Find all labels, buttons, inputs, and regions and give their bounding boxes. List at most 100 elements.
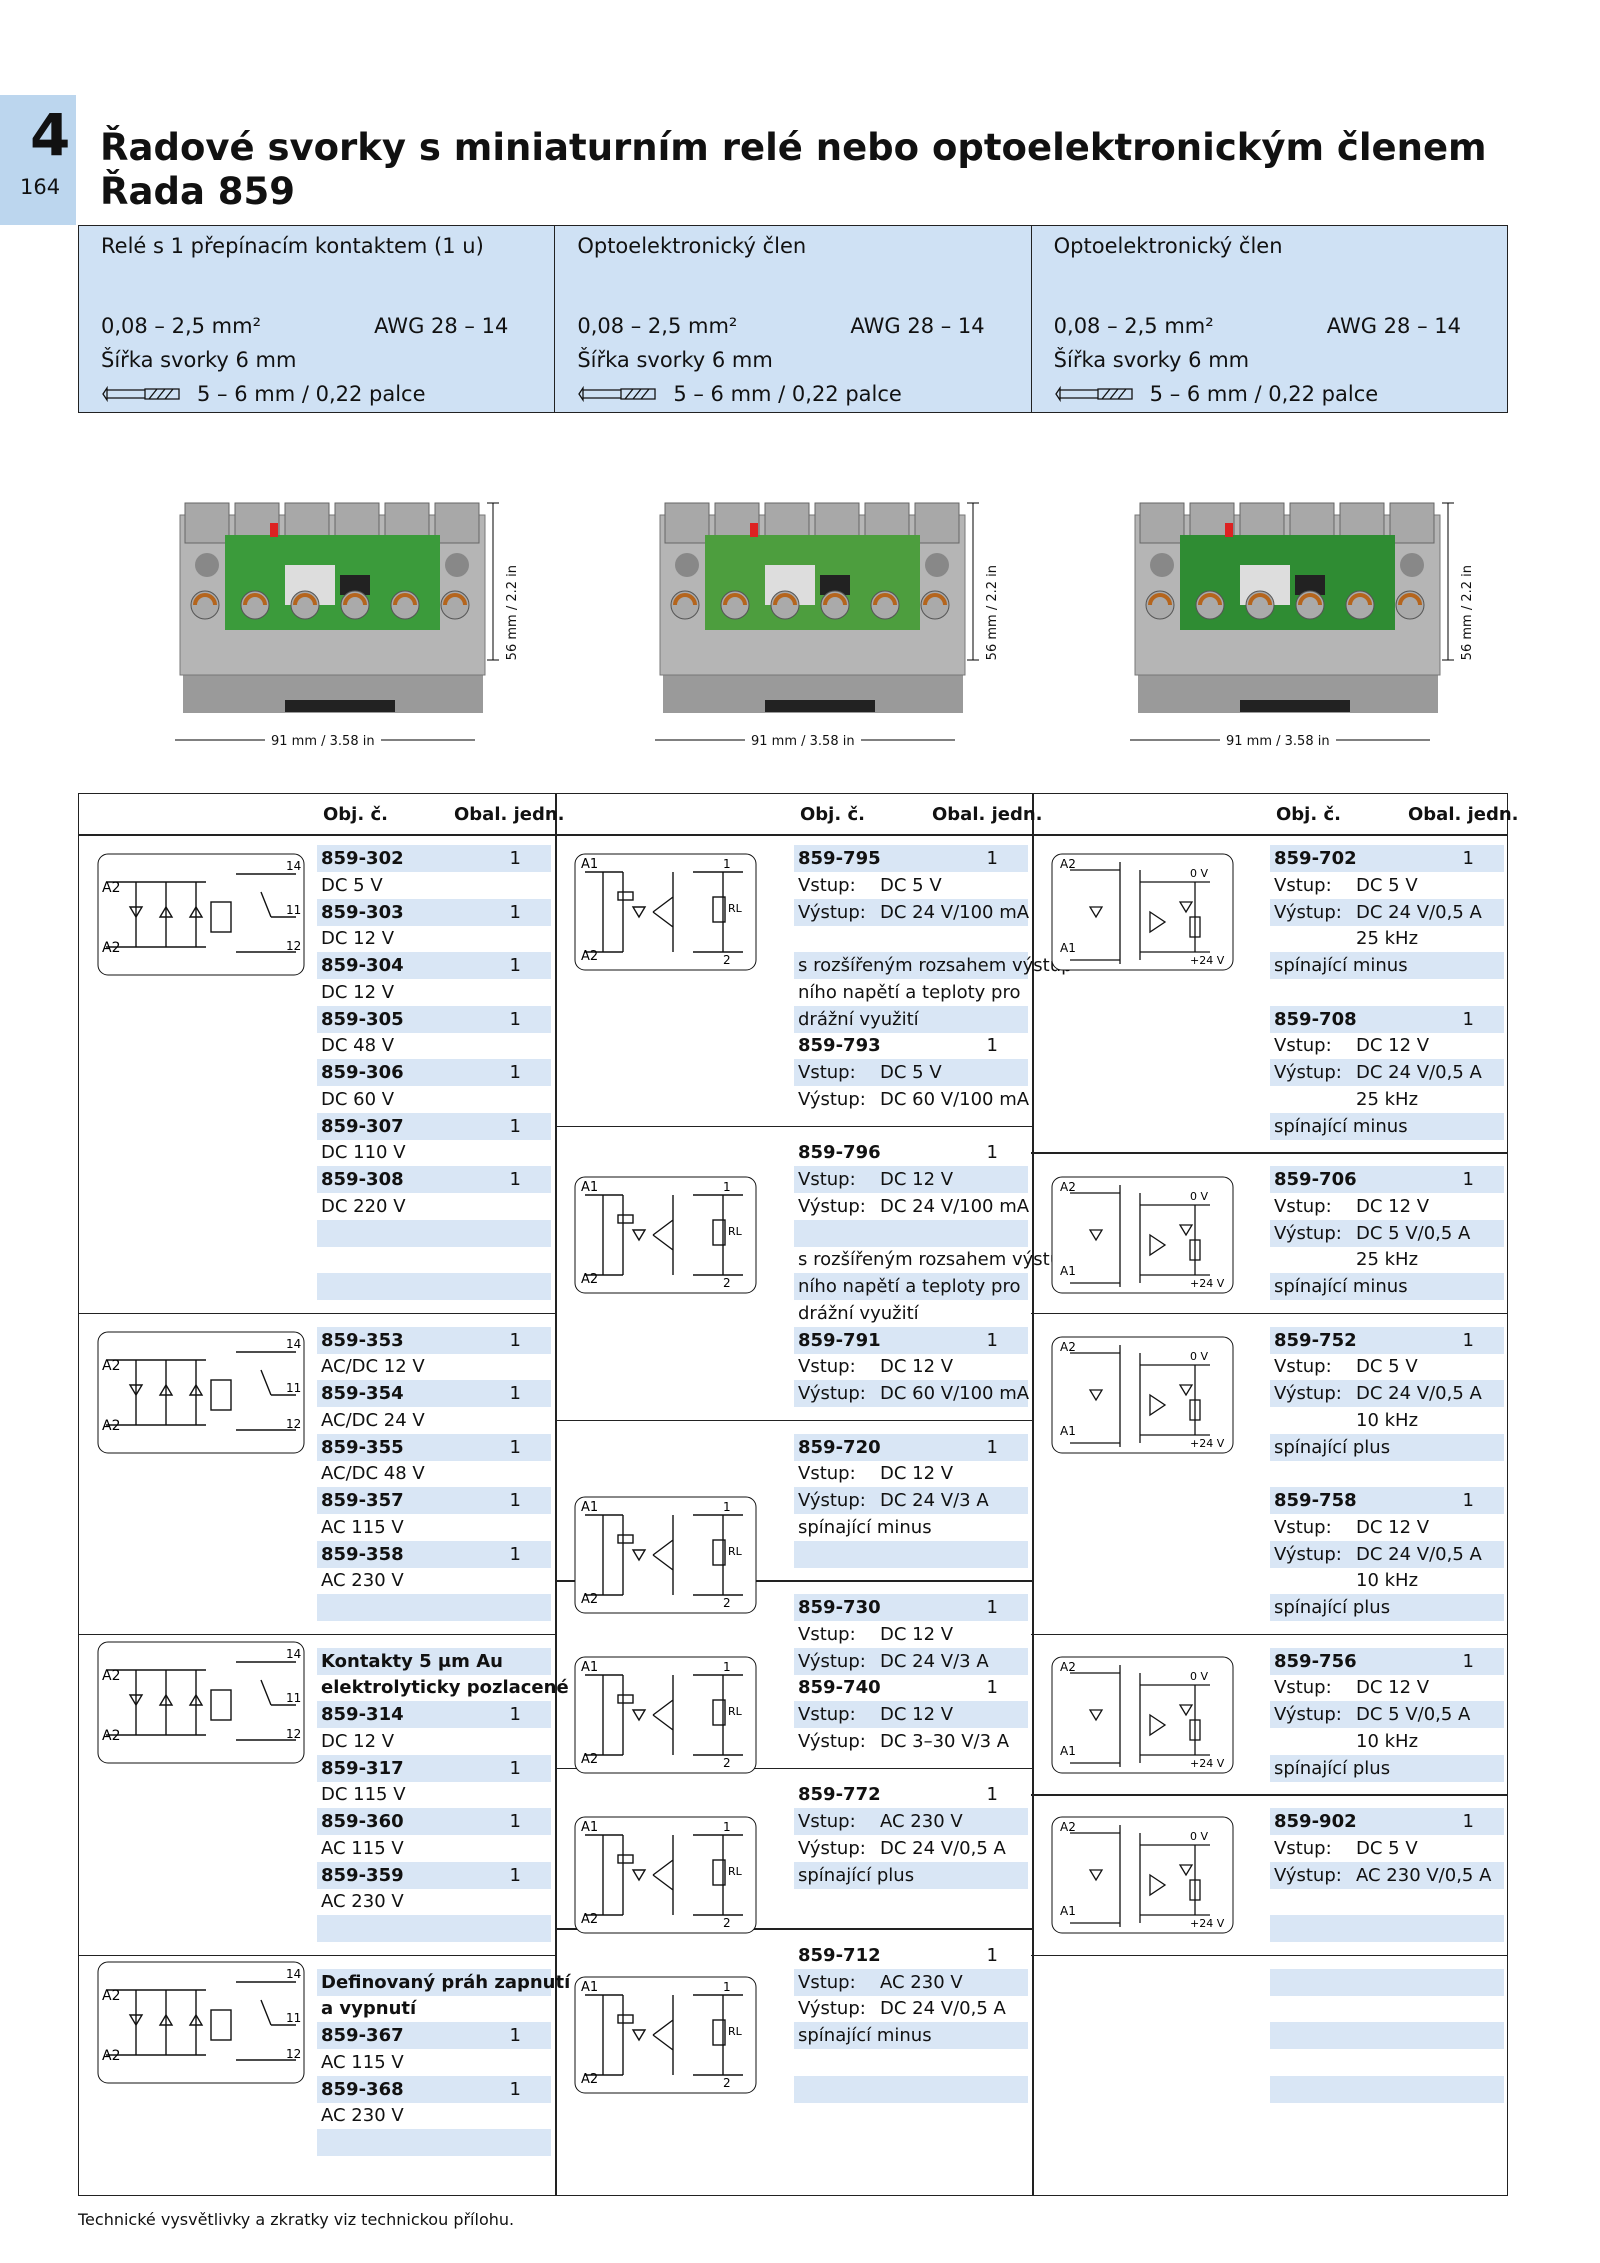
spec-row: Vstup:DC 5 V [1270, 1353, 1504, 1380]
pack-unit: 1 [986, 1436, 998, 1458]
group-heading: a vypnutí [321, 1998, 417, 2020]
svg-text:0 V: 0 V [1190, 1830, 1208, 1843]
spec-row: Vstup:DC 12 V [794, 1166, 1028, 1193]
order-number: 859-902 [1274, 1811, 1357, 1832]
spec-row: 10 kHz [1270, 1728, 1504, 1755]
spec-value: DC 12 V [321, 1730, 395, 1752]
pack-unit: 1 [509, 1169, 521, 1190]
spec-value: 25 kHz [1356, 1088, 1419, 1110]
order-number: 859-306 [321, 1062, 404, 1083]
pack-unit: 1 [986, 1944, 998, 1966]
spec-key: Výstup: [798, 1195, 866, 1217]
spec-key: Výstup: [798, 901, 866, 923]
order-number: 859-358 [321, 1543, 404, 1565]
height-dimension: 56 mm / 2.2 in [1460, 565, 1475, 661]
pack-unit: 1 [1462, 1008, 1474, 1030]
svg-text:14: 14 [286, 1647, 301, 1661]
spec-row: Výstup:DC 60 V/100 mA [794, 1380, 1029, 1407]
svg-text:A2: A2 [102, 940, 120, 956]
spec-key: Výstup: [798, 1650, 866, 1672]
spec-row: Výstup:DC 24 V/3 A [794, 1487, 1028, 1514]
svg-text:14: 14 [286, 859, 301, 873]
svg-text:A1: A1 [1060, 1424, 1076, 1438]
pack-unit: 1 [509, 848, 521, 869]
pack-unit: 1 [986, 1677, 998, 1699]
spec-value: DC 5 V [1356, 1356, 1418, 1378]
spec-row: Vstup:DC 12 V [794, 1460, 1028, 1487]
order-number: 859-354 [321, 1383, 404, 1404]
svg-text:1: 1 [723, 1660, 731, 1674]
spec-row [794, 1888, 1028, 1915]
spec-row: Výstup:DC 24 V/100 mA [794, 898, 1029, 926]
svg-text:A2: A2 [581, 1272, 598, 1287]
svg-text:A2: A2 [1060, 1180, 1076, 1194]
page-title: Řadové svorky s miniaturním relé nebo op… [100, 126, 1487, 214]
pack-unit: 1 [986, 1784, 998, 1806]
order-number: 859-305 [321, 1008, 404, 1030]
title-line-1: Řadové svorky s miniaturním relé nebo op… [100, 126, 1487, 169]
pack-unit: 1 [509, 1757, 521, 1779]
spec-row [1270, 979, 1504, 1006]
col-order-header: Obj. č. [800, 804, 865, 825]
col-order-header: Obj. č. [1276, 804, 1341, 825]
order-number: 859-795 [798, 848, 881, 869]
col-pack-header: Obal. jedn. [1408, 804, 1519, 825]
wire-strip-icon [1054, 386, 1133, 402]
spec-value: DC 12 V [1356, 1035, 1430, 1057]
spec-key: Výstup: [1274, 1543, 1342, 1565]
order-number: 859-706 [1274, 1169, 1357, 1190]
svg-text:2: 2 [723, 1596, 731, 1610]
col-pack-header: Obal. jedn. [454, 804, 565, 825]
pack-unit: 1 [509, 1864, 521, 1886]
svg-text:12: 12 [286, 1727, 301, 1741]
svg-text:A2: A2 [581, 2072, 598, 2087]
chapter-number: 4 [30, 101, 71, 169]
svg-text:A2: A2 [1060, 1340, 1076, 1354]
spec-row: Vstup:DC 12 V [794, 1353, 1028, 1380]
spec-name: Optoelektronický člen [1053, 234, 1283, 258]
svg-text:+24 V: +24 V [1190, 1757, 1225, 1770]
spec-col-3: Optoelektronický člen 0,08 – 2,5 mm² AWG… [1031, 226, 1507, 412]
spec-value: 25 kHz [1356, 928, 1419, 950]
spec-value: DC 110 V [321, 1142, 406, 1164]
page-number: 164 [20, 175, 61, 199]
spec-row: Vstup:AC 230 V [794, 1968, 1028, 1996]
chapter-tab: 4 164 [0, 95, 76, 225]
wire-strip-icon [578, 386, 656, 402]
pack-unit: 1 [509, 1329, 521, 1351]
spec-value: DC 5 V [880, 874, 942, 896]
svg-text:RL: RL [728, 2025, 743, 2038]
spec-row: DC 5 V [317, 872, 551, 899]
spec-key: Vstup: [1274, 1677, 1332, 1699]
width-dimension: 91 mm / 3.58 in [745, 734, 861, 749]
spec-row: DC 12 V [317, 1728, 551, 1755]
spec-value: drážní využití [798, 1008, 919, 1030]
spec-strip: 5 – 6 mm / 0,22 palce [197, 382, 426, 406]
spec-row: 10 kHz [1270, 1567, 1504, 1594]
spec-row: ního napětí a teploty pro [794, 1273, 1028, 1300]
pack-unit: 1 [509, 1115, 521, 1137]
spec-key: Výstup: [798, 1088, 866, 1110]
order-number: 859-360 [321, 1811, 404, 1832]
svg-text:RL: RL [728, 1705, 743, 1718]
pack-unit: 1 [1462, 1169, 1474, 1190]
spec-name: Optoelektronický člen [577, 234, 807, 258]
spec-value: DC 24 V/0,5 A [1356, 901, 1482, 923]
spec-col-1: Relé s 1 přepínacím kontaktem (1 u) 0,08… [79, 226, 556, 412]
order-number: 859-702 [1274, 848, 1357, 869]
